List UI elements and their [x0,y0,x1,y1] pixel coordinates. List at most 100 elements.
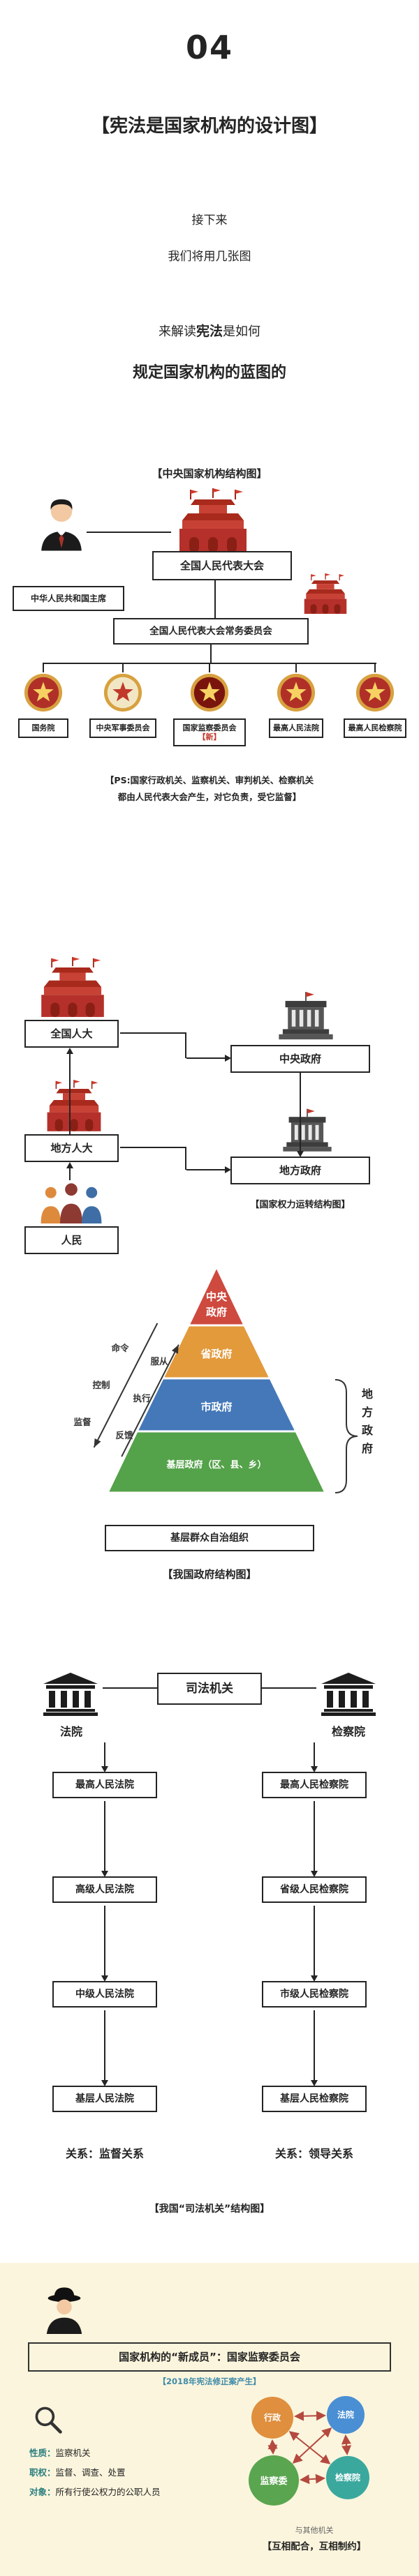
president-icon [36,492,87,552]
supervision-title: 国家机构的“新成员”：国家监察委员会 [119,2351,300,2363]
proc-box-2: 省级人民检察院 [262,1876,367,1903]
power-npc-label: 全国人大 [50,1027,93,1040]
circle-court [327,2396,365,2434]
pyramid-arrow-down [93,1323,159,1448]
lesson-number: 04 [185,29,233,66]
local-npc-box: 地方人大 [24,1134,119,1162]
arrow-localnpc-localgov-b [185,1147,186,1170]
circle-procuratorate [326,2456,369,2499]
court-box-1: 最高人民法院 [52,1772,157,1798]
detective-icon [39,2281,89,2337]
organ-label: 国务院 [31,723,55,733]
organ-box-military-commission: 中央军事委员会 [89,718,156,738]
arrowhead-proc-2-3 [311,1975,318,1982]
arrow-supervision-procuratorate [300,2473,325,2485]
supervision-relation-note: 与其他机关 [295,2526,334,2535]
intro-line-3: 来解读宪法是如何 [0,321,419,340]
line-proc-1-2 [314,1801,315,1871]
circle-procuratorate-label: 检察院 [335,2472,360,2483]
court-label-2: 高级人民法院 [75,1883,134,1895]
proc-label-3: 市级人民检察院 [280,1988,348,2000]
intro-line-3-pre: 来解读 [158,324,196,339]
proc-label-2: 省级人民检察院 [280,1883,348,1895]
pyramid-word-obey: 服从 [150,1356,168,1366]
court-box-3: 中级人民法院 [52,1981,157,2008]
organ-label: 最高人民法院 [273,723,319,733]
grassroots-autonomy-label: 基层群众自治组织 [170,1532,249,1544]
organ-drop-4 [295,663,297,672]
supervision-relations-diagram: 行政 法院 监察委 检察院 [249,2396,369,2506]
court-label-4: 基层人民法院 [75,2093,134,2104]
line-localnpc-npc [69,1053,71,1134]
line-people-localnpc [69,1168,71,1180]
supervision-fact-2: 职权：监督、调查、处置 [29,2466,225,2480]
supreme-procuratorate-emblem-icon [355,672,395,713]
pyramid-word-supervise: 监督 [73,1417,91,1427]
pyramid-word-command: 命令 [110,1343,129,1353]
local-gov-label: 地方政府 [279,1164,321,1177]
proc-box-4: 基层人民检察院 [262,2086,367,2112]
caption-judiciary: 【我国“司法机关”结构图】 [149,2204,270,2215]
government-pyramid: 中央 政府 省政府 市政府 基层政府（区、县、乡） 命令 控制 监督 服从 执行… [73,1264,374,1494]
arrowhead-court-1-2 [101,1871,108,1877]
judiciary-root-box: 司法机关 [157,1673,262,1705]
pyramid-label-grassroots: 基层政府（区、县、乡） [166,1459,266,1470]
central-org-note-line-1: 【PS:国家行政机关、监察机关、审判机关、检察机关 [105,775,314,785]
arrowhead-localnpc-localgov [225,1166,231,1173]
intro-line-4: 规定国家机构的蓝图的 [132,364,286,382]
organ-label: 中央军事委员会 [96,723,150,733]
arrowhead-court-head [101,1766,108,1772]
caption-power-flow: 【国家权力运转结构图】 [250,1199,351,1210]
npc-standing-label: 全国人民代表大会常务委员会 [149,625,272,637]
court-box-4: 基层人民法院 [52,2086,157,2112]
circle-supervision-label: 监察委 [260,2476,287,2487]
court-label-3: 中级人民法院 [75,1988,134,2000]
line-court-3-4 [104,2010,105,2080]
intro-line-3-bold: 宪法 [196,324,223,339]
local-gov-building-icon [278,1108,337,1154]
line-proc-2-3 [314,1906,315,1975]
president-label-box: 中华人民共和国主席 [13,586,124,611]
organ-new-tag: 【新】 [198,732,221,741]
arrowhead-people-localnpc [66,1162,73,1168]
people-box: 人民 [24,1226,119,1254]
arrow-npc-centralgov-b [185,1032,186,1058]
court-head-label: 法院 [59,1725,82,1738]
connector-president-npc [87,532,171,533]
proc-relation-label: 关系：领导关系 [274,2147,353,2160]
arrowhead-localnpc-npc [66,1048,73,1054]
arrowhead-proc-head [311,1766,318,1772]
fact-value: 监察机关 [55,2448,91,2458]
npc-label: 全国人民代表大会 [179,559,264,572]
organ-drop-3 [209,663,210,672]
fact-label: 性质： [29,2448,56,2458]
procuratorate-head-label: 检察院 [331,1725,365,1738]
small-gate-icon [299,573,352,614]
pyramid-word-execute: 执行 [133,1393,151,1403]
intro-line-1: 接下来 [191,213,228,227]
pyramid-level-grassroots [105,1430,328,1494]
arrowhead-court-3-4 [101,2080,108,2086]
fact-label: 对象： [29,2487,56,2497]
npc-standing-box: 全国人民代表大会常务委员会 [113,618,309,645]
central-gov-box: 中央政府 [230,1045,370,1073]
arrow-npc-centralgov-c [186,1057,226,1059]
supervision-relation-bold: 【互相配合，互相制约】 [262,2541,367,2552]
fact-value: 监督、调查、处置 [55,2467,126,2478]
caption-pyramid: 【我国政府结构图】 [162,1568,257,1581]
line-proc-head [314,1742,315,1766]
circle-admin-label: 行政 [263,2412,281,2423]
central-gov-label: 中央政府 [279,1053,321,1065]
supervisory-commission-emblem-icon [189,672,230,713]
organ-label: 最高人民检察院 [348,723,402,733]
connector-standing-rail [210,645,212,663]
arrow-court-supervision [292,2427,332,2464]
line-court-head [104,1742,105,1766]
proc-label-1: 最高人民检察院 [280,1779,348,1791]
fact-value: 所有行使公权力的公职人员 [55,2487,161,2497]
circle-court-label: 法院 [337,2409,354,2420]
organ-box-supervisory-commission: 国家监察委员会【新】 [173,718,246,746]
connector-npc-standing [214,580,216,618]
people-label: 人民 [61,1234,82,1246]
local-npc-gate-icon [41,1080,108,1131]
